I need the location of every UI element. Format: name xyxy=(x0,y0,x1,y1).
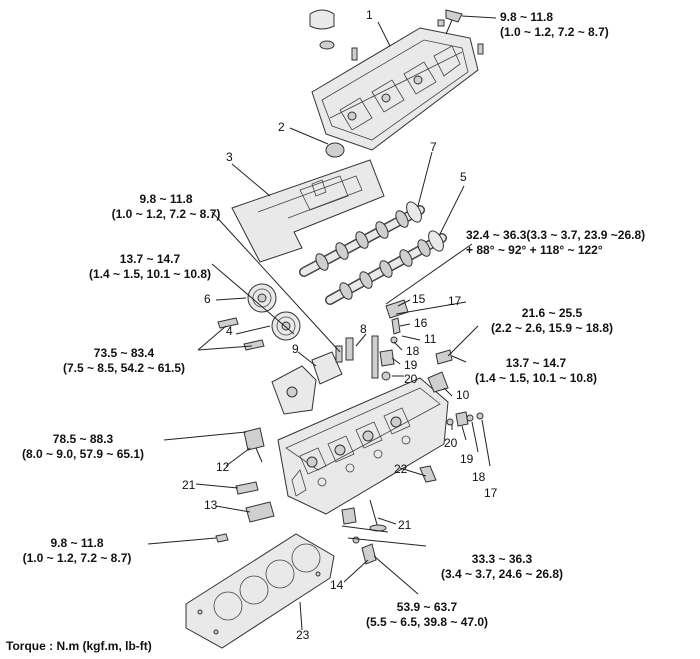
torque-sub: (2.2 ~ 2.6, 15.9 ~ 18.8) xyxy=(490,321,614,335)
torque-sub: (1.4 ~ 1.5, 10.1 ~ 10.8) xyxy=(474,371,598,385)
water-outlet-bolt xyxy=(352,536,377,565)
torque-value: 73.5 ~ 83.4 xyxy=(93,346,155,360)
torque-sub: (1.4 ~ 1.5, 10.1 ~ 10.8) xyxy=(88,267,212,281)
part-number-18a: 18 xyxy=(406,344,420,358)
torque-sub: + 88° ~ 92° + 118° ~ 122° xyxy=(466,243,603,257)
part-number-21b: 21 xyxy=(398,518,412,532)
part-number-5: 5 xyxy=(460,170,467,184)
part-number-20b: 20 xyxy=(444,436,458,450)
part-number-22: 22 xyxy=(394,462,408,476)
oil-filler-cap xyxy=(309,9,335,50)
head-cover-gasket xyxy=(231,159,385,263)
torque-label-t2: 9.8 ~ 11.8 (1.0 ~ 1.2, 7.2 ~ 8.7) xyxy=(86,192,246,222)
seal-cap xyxy=(325,142,345,158)
bearing-cap-8 xyxy=(335,337,354,363)
part-number-17a: 17 xyxy=(448,294,462,308)
part-number-21a: 21 xyxy=(182,478,196,492)
part-number-19b: 19 xyxy=(460,452,474,466)
part-number-16: 16 xyxy=(414,316,428,330)
torque-value: 53.9 ~ 63.7 xyxy=(396,600,458,614)
part-number-20a: 20 xyxy=(404,372,418,386)
torque-label-t7: 13.7 ~ 14.7 (1.4 ~ 1.5, 10.1 ~ 10.8) xyxy=(460,356,612,386)
torque-value: 21.6 ~ 25.5 xyxy=(521,306,583,320)
torque-value: 13.7 ~ 14.7 xyxy=(119,252,181,266)
part-number-8: 8 xyxy=(360,322,367,336)
lower-plugs xyxy=(215,465,437,543)
torque-value: 78.5 ~ 88.3 xyxy=(52,432,114,446)
valve-train-parts-right xyxy=(371,299,484,427)
torque-value: 9.8 ~ 11.8 xyxy=(139,192,193,206)
torque-label-t5: 21.6 ~ 25.5 (2.2 ~ 2.6, 15.9 ~ 18.8) xyxy=(472,306,632,336)
oil-control-valve xyxy=(243,427,265,463)
part-number-23: 23 xyxy=(296,628,310,642)
torque-label-t1: 9.8 ~ 11.8 (1.0 ~ 1.2, 7.2 ~ 8.7) xyxy=(500,10,609,40)
torque-label-t11: 53.9 ~ 63.7 (5.5 ~ 6.5, 39.8 ~ 47.0) xyxy=(346,600,508,630)
torque-sub: (3.4 ~ 3.7, 24.6 ~ 26.8) xyxy=(440,567,564,581)
part-number-4: 4 xyxy=(226,324,233,338)
exhaust-camshaft xyxy=(325,230,447,305)
part-number-9: 9 xyxy=(292,342,299,356)
torque-value: 13.7 ~ 14.7 xyxy=(505,356,567,370)
torque-unit-note: Torque : N.m (kgf.m, lb-ft) xyxy=(6,639,152,653)
torque-label-t6: 73.5 ~ 83.4 (7.5 ~ 8.5, 54.2 ~ 61.5) xyxy=(38,346,210,376)
part-number-18b: 18 xyxy=(472,470,486,484)
cylinder-head xyxy=(277,377,449,515)
part-number-19a: 19 xyxy=(404,358,418,372)
torque-sub: (1.0 ~ 1.2, 7.2 ~ 8.7) xyxy=(111,207,221,221)
torque-label-t3: 32.4 ~ 36.3(3.3 ~ 3.7, 23.9 ~26.8) + 88°… xyxy=(466,228,645,258)
torque-value: 33.3 ~ 36.3 xyxy=(471,552,533,566)
torque-label-t9: 9.8 ~ 11.8 (1.0 ~ 1.2, 7.2 ~ 8.7) xyxy=(2,536,152,566)
part-number-13: 13 xyxy=(204,498,218,512)
torque-value: 32.4 ~ 36.3(3.3 ~ 3.7, 23.9 ~26.8) xyxy=(466,228,646,242)
part-number-6: 6 xyxy=(204,292,211,306)
cover-bolts xyxy=(351,9,484,61)
torque-value: 9.8 ~ 11.8 xyxy=(500,10,554,24)
torque-label-t8: 78.5 ~ 88.3 (8.0 ~ 9.0, 57.9 ~ 65.1) xyxy=(0,432,166,462)
part-number-17b: 17 xyxy=(484,486,498,500)
sprocket-bolts xyxy=(217,317,265,351)
torque-sub: (8.0 ~ 9.0, 57.9 ~ 65.1) xyxy=(21,447,145,461)
front-bracket xyxy=(271,351,343,415)
torque-sub: (1.0 ~ 1.2, 7.2 ~ 8.7) xyxy=(500,25,609,39)
part-number-11: 11 xyxy=(424,332,437,346)
part-number-12: 12 xyxy=(216,460,230,474)
cylinder-head-gasket xyxy=(185,533,335,649)
intake-camshaft xyxy=(299,201,425,277)
torque-sub: (5.5 ~ 6.5, 39.8 ~ 47.0) xyxy=(365,615,489,629)
part-number-7: 7 xyxy=(430,140,437,154)
part-number-3: 3 xyxy=(226,150,233,164)
part-number-15: 15 xyxy=(412,292,426,306)
part-number-10: 10 xyxy=(456,388,470,402)
part-number-1: 1 xyxy=(366,8,373,22)
torque-sub: (7.5 ~ 8.5, 54.2 ~ 61.5) xyxy=(62,361,186,375)
torque-value: 9.8 ~ 11.8 xyxy=(50,536,104,550)
cylinder-head-cover xyxy=(311,27,479,151)
torque-label-t10: 33.3 ~ 36.3 (3.4 ~ 3.7, 24.6 ~ 26.8) xyxy=(420,552,584,582)
torque-label-t4: 13.7 ~ 14.7 (1.4 ~ 1.5, 10.1 ~ 10.8) xyxy=(74,252,226,282)
valve-22 xyxy=(369,499,387,532)
leader-lines xyxy=(147,15,497,631)
cvvt-sprocket-intake xyxy=(271,311,301,341)
torque-sub: (1.0 ~ 1.2, 7.2 ~ 8.7) xyxy=(22,551,132,565)
part-number-14: 14 xyxy=(330,578,344,592)
part-number-2: 2 xyxy=(278,120,285,134)
